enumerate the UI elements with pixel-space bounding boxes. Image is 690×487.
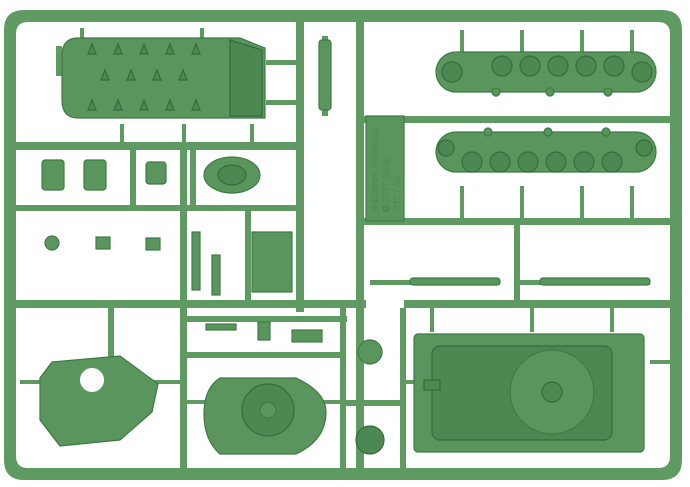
turret-base-part: [203, 377, 327, 455]
small-parts-left: [41, 156, 293, 296]
lower-hull-part: [413, 333, 645, 453]
antenna-part: [318, 39, 332, 111]
upper-hull-part: [61, 37, 266, 119]
track-run-upper: [435, 51, 657, 97]
small-parts-bottom: [205, 321, 385, 455]
track-run-lower: [435, 127, 657, 173]
tab-text-line-1: Battlefront Miniatures: [370, 126, 380, 212]
gun-barrels: [409, 277, 651, 286]
label-tab: Battlefront Miniatures © 2017 BI098 M10 …: [365, 115, 405, 222]
sprue-runners: [16, 22, 670, 468]
sprue-gates: [20, 28, 670, 404]
tab-text-line-3: M10 / A3: [392, 176, 402, 212]
turret-shell-part: [39, 355, 159, 447]
tab-text-line-2: © 2017 BI098: [381, 157, 391, 212]
